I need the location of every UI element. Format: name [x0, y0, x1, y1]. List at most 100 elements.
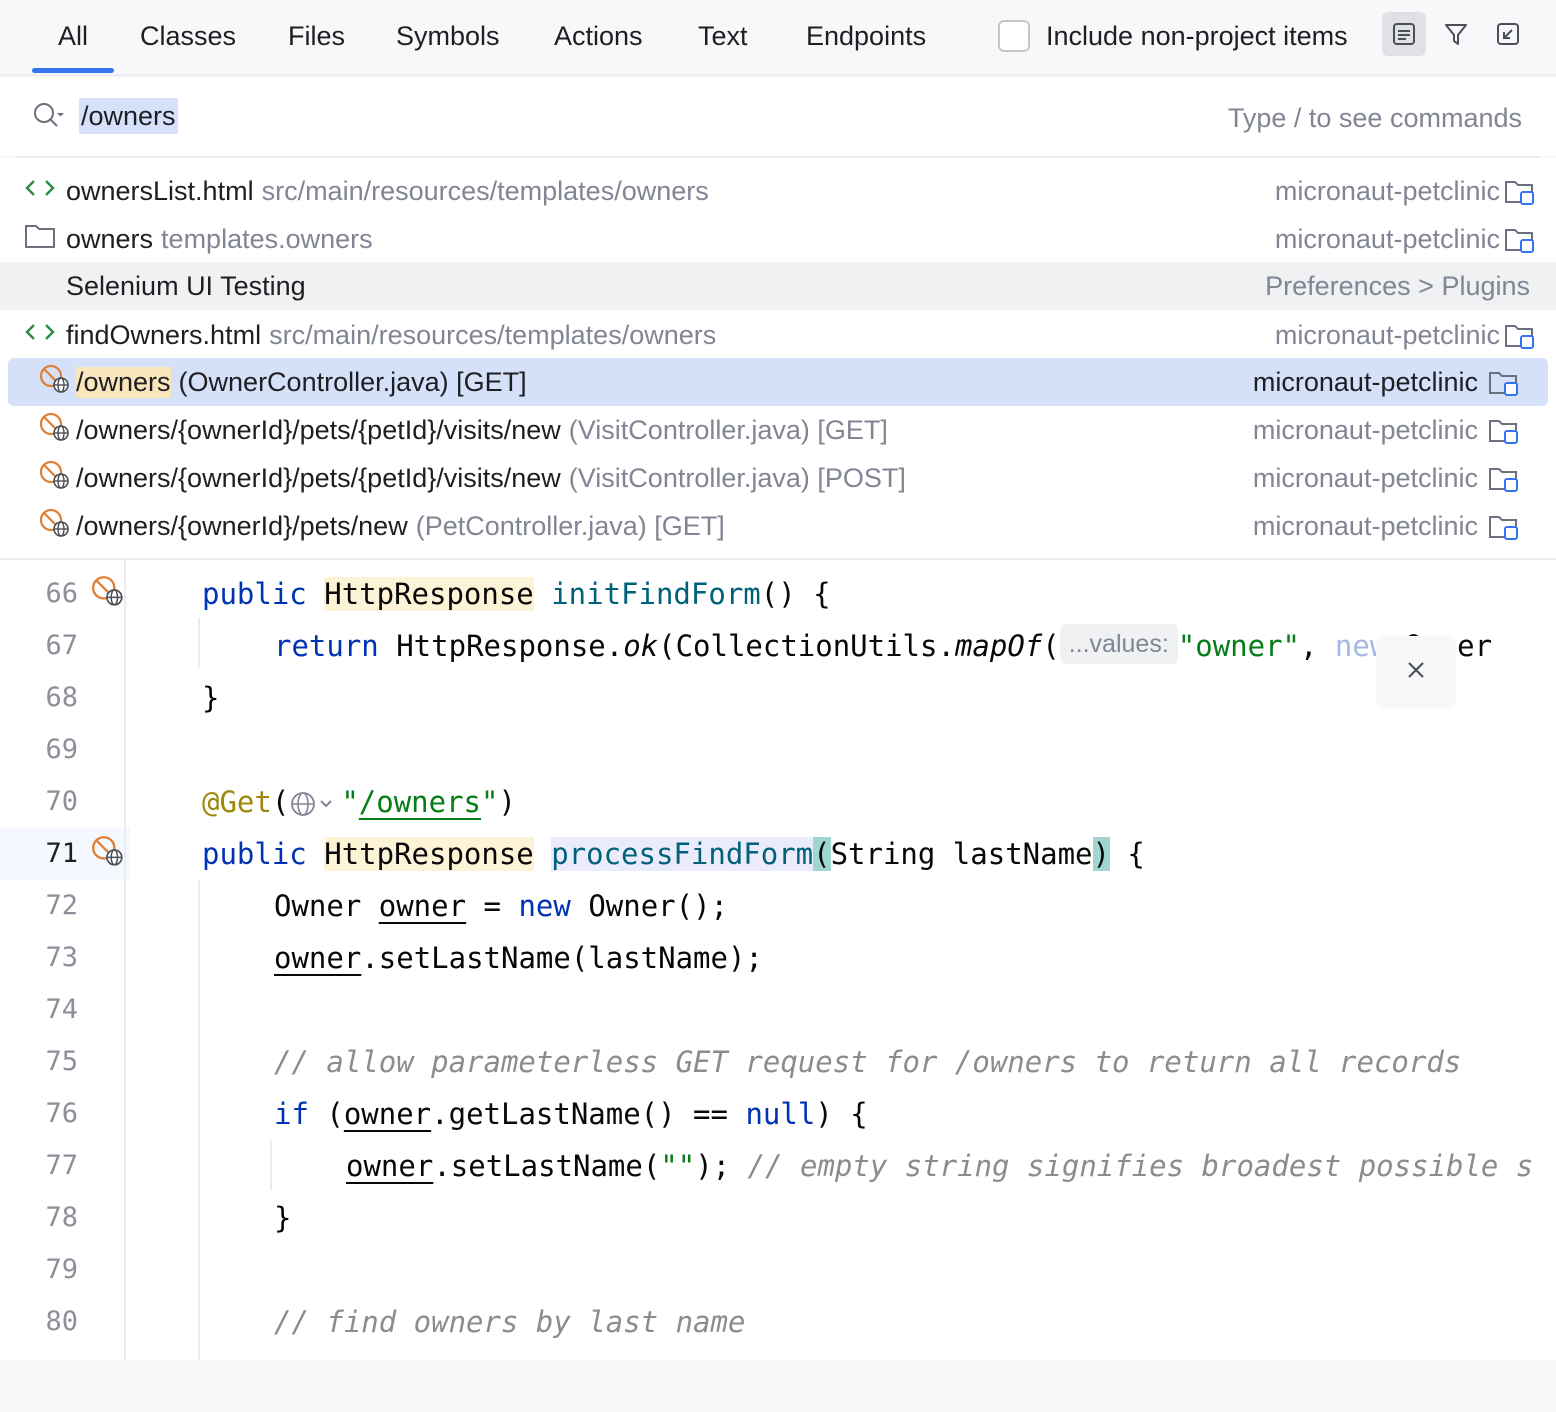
module-folder-icon	[1488, 512, 1520, 549]
endpoint-icon	[38, 363, 76, 402]
line-number: 75	[45, 1046, 78, 1077]
list-item[interactable]: Selenium UI Testing Preferences > Plugin…	[0, 262, 1556, 310]
result-name: /owners/{ownerId}/pets/{petId}/visits/ne…	[76, 414, 561, 445]
parameter-inlay-hint: ...values:	[1059, 624, 1178, 664]
result-location: micronaut-petclinic	[1274, 319, 1500, 350]
folder-icon	[24, 223, 66, 256]
active-tab-indicator	[32, 68, 114, 73]
code-line-80: // find owners by last name	[274, 1305, 746, 1339]
html-file-icon	[24, 320, 66, 351]
line-number: 76	[45, 1098, 78, 1129]
search-field[interactable]: /owners Type / to see commands	[0, 78, 1556, 156]
code-line-68: }	[202, 681, 220, 715]
tab-files[interactable]: Files	[288, 21, 346, 51]
line-number: 72	[45, 890, 78, 921]
line-number: 66	[45, 578, 78, 609]
list-item-selected[interactable]: /owners (OwnerController.java) [GET] mic…	[8, 358, 1548, 406]
line-number: 69	[45, 734, 78, 765]
globe-icon[interactable]	[289, 782, 341, 834]
module-folder-icon	[1488, 464, 1520, 501]
tab-text[interactable]: Text	[698, 21, 748, 51]
tab-actions[interactable]: Actions	[554, 21, 643, 51]
code-line-71: public HttpResponse processFindForm(Stri…	[202, 837, 1145, 871]
module-folder-icon	[1488, 416, 1520, 453]
result-location: micronaut-petclinic	[1252, 366, 1478, 397]
result-location: micronaut-petclinic	[1252, 414, 1478, 445]
tab-classes[interactable]: Classes	[140, 21, 237, 51]
filter-icon[interactable]	[1434, 12, 1478, 56]
search-hint: Type / to see commands	[1227, 103, 1522, 133]
editor-gutter	[0, 560, 126, 1360]
tab-all[interactable]: All	[58, 21, 89, 51]
result-path: src/main/resources/templates/owners	[269, 319, 717, 350]
list-item[interactable]: ownersList.html src/main/resources/templ…	[0, 167, 1556, 215]
result-name: /owners/{ownerId}/pets/new	[76, 510, 408, 541]
search-everywhere-tabbar: All Classes Files Symbols Actions Text E…	[0, 0, 1556, 76]
code-line-70: @Get("/owners")	[0, 776, 1556, 828]
result-name-match: /owners	[76, 366, 171, 398]
result-path: (OwnerController.java) [GET]	[178, 366, 527, 397]
module-folder-icon	[1504, 225, 1536, 262]
result-path: (VisitController.java) [GET]	[568, 414, 888, 445]
result-name: owners	[66, 223, 154, 254]
module-folder-icon	[1488, 368, 1520, 405]
include-non-project-checkbox[interactable]: Include non-project items	[998, 18, 1348, 54]
line-number: 67	[45, 630, 78, 661]
list-item[interactable]: /owners/{ownerId}/pets/{petId}/visits/ne…	[8, 454, 1548, 502]
module-folder-icon	[1504, 177, 1536, 214]
code-preview-editor[interactable]: 66 67 68 69 70 71 72 73 74 75 76 77 78 7…	[0, 560, 1556, 1360]
result-name: findOwners.html	[66, 319, 262, 350]
html-file-icon	[24, 176, 66, 207]
line-number: 79	[45, 1254, 78, 1285]
line-number: 77	[45, 1150, 78, 1181]
result-location: Preferences > Plugins	[1265, 270, 1530, 301]
indent-guide	[270, 1140, 272, 1190]
checkbox-label: Include non-project items	[1046, 21, 1348, 51]
search-icon[interactable]	[32, 101, 66, 136]
checkbox-box[interactable]	[998, 20, 1030, 52]
preview-toggle-icon[interactable]	[1382, 12, 1426, 56]
list-item[interactable]: findOwners.html src/main/resources/templ…	[0, 311, 1556, 359]
open-in-find-window-icon[interactable]	[1486, 12, 1530, 56]
code-line-66: public HttpResponse initFindForm() {	[202, 577, 831, 611]
result-location: micronaut-petclinic	[1252, 510, 1478, 541]
result-path: (VisitController.java) [POST]	[568, 462, 906, 493]
list-item[interactable]: /owners/{ownerId}/pets/new (PetControlle…	[8, 502, 1548, 550]
divider	[0, 558, 1556, 560]
line-number: 80	[45, 1306, 78, 1337]
indent-guide	[198, 618, 200, 668]
line-number: 74	[45, 994, 78, 1025]
line-number: 70	[45, 786, 78, 817]
result-path: src/main/resources/templates/owners	[261, 175, 709, 206]
search-input[interactable]: /owners	[79, 98, 178, 134]
bottom-bar	[0, 1360, 1556, 1412]
result-name: /owners/{ownerId}/pets/{petId}/visits/ne…	[76, 462, 561, 493]
line-number-current: 71	[45, 838, 78, 869]
tab-endpoints[interactable]: Endpoints	[806, 21, 927, 51]
result-path: templates.owners	[161, 223, 373, 254]
result-location: micronaut-petclinic	[1252, 462, 1478, 493]
endpoint-icon	[38, 411, 76, 450]
divider	[16, 156, 1540, 158]
endpoint-gutter-icon[interactable]	[90, 574, 126, 613]
indent-guide	[198, 880, 200, 1360]
line-number: 73	[45, 942, 78, 973]
result-name: ownersList.html	[66, 175, 254, 206]
code-line-77: owner.setLastName(""); // empty string s…	[346, 1149, 1534, 1183]
endpoint-icon	[38, 459, 76, 498]
tab-symbols[interactable]: Symbols	[396, 21, 500, 51]
results-list: ownersList.html src/main/resources/templ…	[0, 158, 1556, 558]
result-path: (PetController.java) [GET]	[415, 510, 725, 541]
endpoint-gutter-icon[interactable]	[90, 834, 126, 873]
list-item[interactable]: /owners/{ownerId}/pets/{petId}/visits/ne…	[8, 406, 1548, 454]
endpoint-icon	[38, 507, 76, 546]
line-number: 78	[45, 1202, 78, 1233]
code-line-78: }	[274, 1201, 292, 1235]
code-line-72: Owner owner = new Owner();	[274, 889, 728, 923]
list-item[interactable]: owners templates.owners micronaut-petcli…	[0, 215, 1556, 263]
result-name: Selenium UI Testing	[66, 270, 306, 301]
result-location: micronaut-petclinic	[1274, 223, 1500, 254]
close-inlay-popup[interactable]	[1376, 636, 1456, 708]
close-icon[interactable]	[1406, 660, 1426, 685]
result-location: micronaut-petclinic	[1274, 175, 1500, 206]
